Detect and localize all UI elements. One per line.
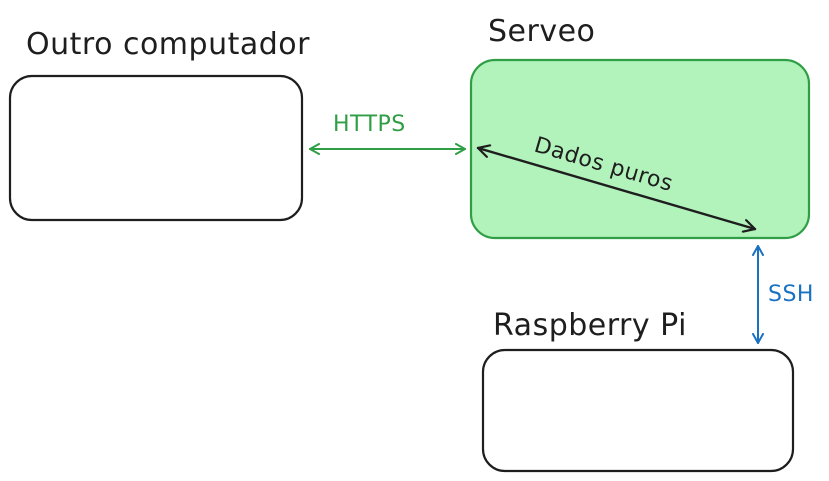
node-other-computer-box [8,74,304,222]
node-serveo-box [469,58,811,240]
node-raspberry-pi-title: Raspberry Pi [493,308,687,343]
node-raspberry-pi: Raspberry Pi [481,308,795,473]
node-serveo: Serveo [469,14,811,240]
edge-https-label: HTTPS [333,112,406,137]
edge-raw-data-arrow [476,148,757,229]
node-serveo-title: Serveo [488,14,595,49]
edge-https: HTTPS [309,112,466,155]
edge-ssh-label: SSH [768,282,814,307]
edge-ssh: SSH [752,245,814,344]
node-other-computer-title: Outro computador [26,27,310,62]
node-raspberry-pi-box [481,348,795,473]
node-other-computer: Outro computador [8,27,310,222]
